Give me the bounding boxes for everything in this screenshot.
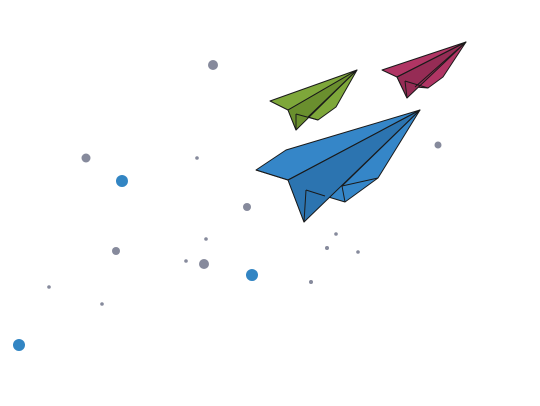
scattered-dots [13,60,442,351]
dot [81,153,91,163]
dot [116,175,128,187]
dot [199,259,209,269]
dot [434,141,442,149]
dot [309,280,313,284]
dot [325,246,329,250]
green-paper-plane-icon [269,69,358,131]
dot [246,269,258,281]
dot [356,250,360,254]
dot [112,247,120,255]
dot [47,285,51,289]
dot [195,156,199,160]
dot [204,237,208,241]
dot [100,302,104,306]
magenta-paper-plane-icon [381,41,467,99]
dot [334,232,338,236]
dot [184,259,188,263]
dot [13,339,25,351]
dot [243,203,251,211]
dot [208,60,218,70]
blue-paper-plane-icon [255,109,421,223]
